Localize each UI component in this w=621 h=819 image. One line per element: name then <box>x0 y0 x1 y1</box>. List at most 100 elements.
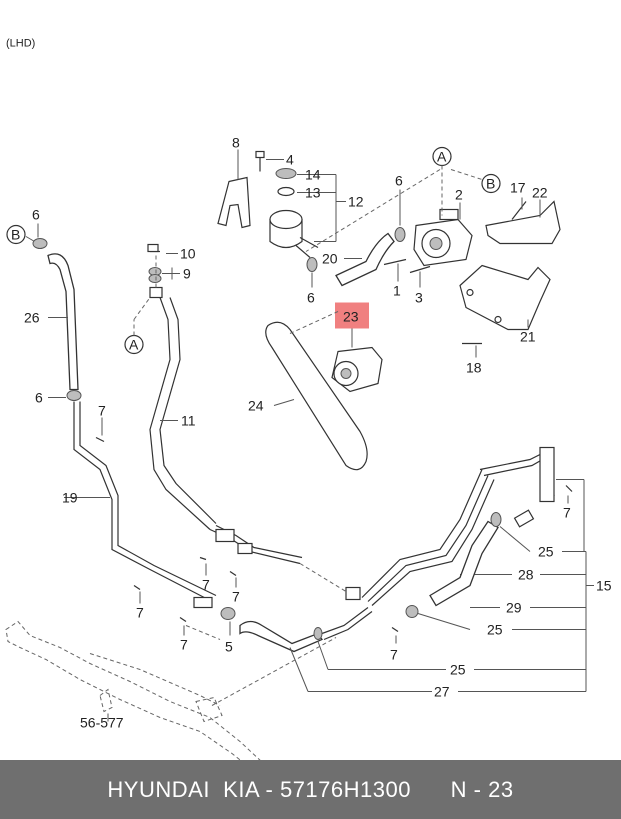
cooler-tube-28 <box>361 469 483 598</box>
power-steering-pump <box>413 208 473 267</box>
tube-fitting <box>513 509 535 528</box>
return-tube-lower-outline <box>323 611 373 641</box>
cooler-hose-29 <box>429 520 499 607</box>
part-label-4: 4 <box>286 152 294 168</box>
return-tube-outline <box>79 401 217 597</box>
part-label-7f: 7 <box>563 505 571 521</box>
bolt-7 <box>179 617 187 622</box>
footer-bar: HYUNDAI KIA - 57176H1300 N - 23 <box>0 760 621 819</box>
part-label-23: 23 <box>343 309 359 325</box>
part-label-24: 24 <box>248 398 264 414</box>
part-label-12: 12 <box>348 194 364 210</box>
lhd-label: (LHD) <box>6 38 35 50</box>
cooler-tube-28-outline <box>367 475 489 602</box>
hose-clamp <box>32 238 48 249</box>
return-tube <box>73 401 213 603</box>
part-label-7a: 7 <box>98 403 106 419</box>
part-label-5: 5 <box>225 639 233 655</box>
part-label-7e: 7 <box>232 589 240 605</box>
cooler-tube-28-outline <box>371 479 495 606</box>
ref-label: 56-577 <box>80 715 124 731</box>
cooler-assembly <box>479 446 555 503</box>
suction-hose <box>335 232 395 287</box>
part-label-10: 10 <box>180 246 196 262</box>
bolt-7 <box>229 571 237 576</box>
part-label-11: 11 <box>181 413 196 429</box>
part-label-15: 15 <box>596 578 612 594</box>
tube-fitting <box>193 596 213 609</box>
tube-fitting <box>345 586 361 601</box>
callout-b-left <box>6 224 26 245</box>
part-label-25b: 25 <box>487 622 503 638</box>
return-hose <box>47 253 79 391</box>
banjo-fitting <box>149 286 163 299</box>
callout-b-left-label: B <box>11 227 20 243</box>
pump-bracket-upper <box>485 200 561 245</box>
part-label-8: 8 <box>232 135 240 151</box>
footer-diagram-code: N - 23 <box>450 776 514 802</box>
part-label-6-pump: 6 <box>395 173 403 189</box>
part-label-9: 9 <box>183 266 191 282</box>
part-label-7d: 7 <box>202 577 210 593</box>
part-label-6-left-top: 6 <box>32 207 40 223</box>
hose-clamp-25 <box>313 627 323 640</box>
reservoir-cap <box>275 168 297 179</box>
callout-a-top-label: A <box>437 149 447 165</box>
part-label-7g: 7 <box>390 647 398 663</box>
part-label-1: 1 <box>393 283 401 299</box>
part-label-25a: 25 <box>538 544 554 560</box>
return-tube-lower <box>321 607 369 635</box>
callout-a-bottom-label: A <box>129 337 139 353</box>
bolt-7 <box>133 585 141 590</box>
hose-clamp-25 <box>405 605 419 618</box>
hose-clamp <box>66 390 82 401</box>
reservoir <box>269 209 319 258</box>
part-label-25c: 25 <box>450 662 466 678</box>
drive-belt <box>265 321 368 471</box>
part-label-28: 28 <box>518 567 534 583</box>
part-label-21: 21 <box>520 329 536 345</box>
part-label-18: 18 <box>466 360 482 376</box>
bolt-1 <box>383 258 407 266</box>
part-label-6-res: 6 <box>307 290 315 306</box>
washer-9 <box>148 274 162 283</box>
reservoir-bracket <box>217 149 251 229</box>
pressure-hose <box>149 297 211 530</box>
part-label-29: 29 <box>506 600 522 616</box>
part-label-14: 14 <box>305 167 321 183</box>
part-label-27: 27 <box>434 684 450 700</box>
footer-part-number: HYUNDAI KIA - 57176H1300 <box>107 776 411 802</box>
bolt-7 <box>565 485 573 492</box>
bolt-3 <box>409 265 431 274</box>
part-label-7c: 7 <box>180 637 188 653</box>
pressure-hose-outline <box>159 297 217 524</box>
bolt-7 <box>95 436 105 443</box>
part-label-26: 26 <box>24 310 40 326</box>
pump-bracket-lower <box>459 264 551 331</box>
tube-fitting <box>215 528 235 543</box>
part-label-2: 2 <box>455 187 463 203</box>
return-hose-lower <box>239 620 323 653</box>
hose-clamp <box>394 227 406 242</box>
tube-fitting <box>237 542 253 555</box>
bolt-7 <box>391 627 399 632</box>
reservoir-seal <box>277 186 295 197</box>
part-label-6-left-bottom: 6 <box>35 390 43 406</box>
part-label-3: 3 <box>415 290 423 306</box>
hose-clamp <box>306 257 318 272</box>
highlight-23 <box>335 302 369 329</box>
part-label-19: 19 <box>62 490 78 506</box>
part-label-7b: 7 <box>136 605 144 621</box>
part-label-22: 22 <box>532 185 548 201</box>
hose-clamp-5 <box>220 607 236 620</box>
part-label-20: 20 <box>322 251 338 267</box>
bolt-7 <box>199 556 207 561</box>
callout-b-right <box>481 173 501 194</box>
part-label-17: 17 <box>510 180 526 196</box>
pump-assembly-23 <box>331 346 383 393</box>
hose-clamp-25 <box>490 512 502 527</box>
bolt-4 <box>255 150 284 172</box>
callout-b-right-label: B <box>486 176 495 192</box>
footer-spacer <box>411 777 451 803</box>
